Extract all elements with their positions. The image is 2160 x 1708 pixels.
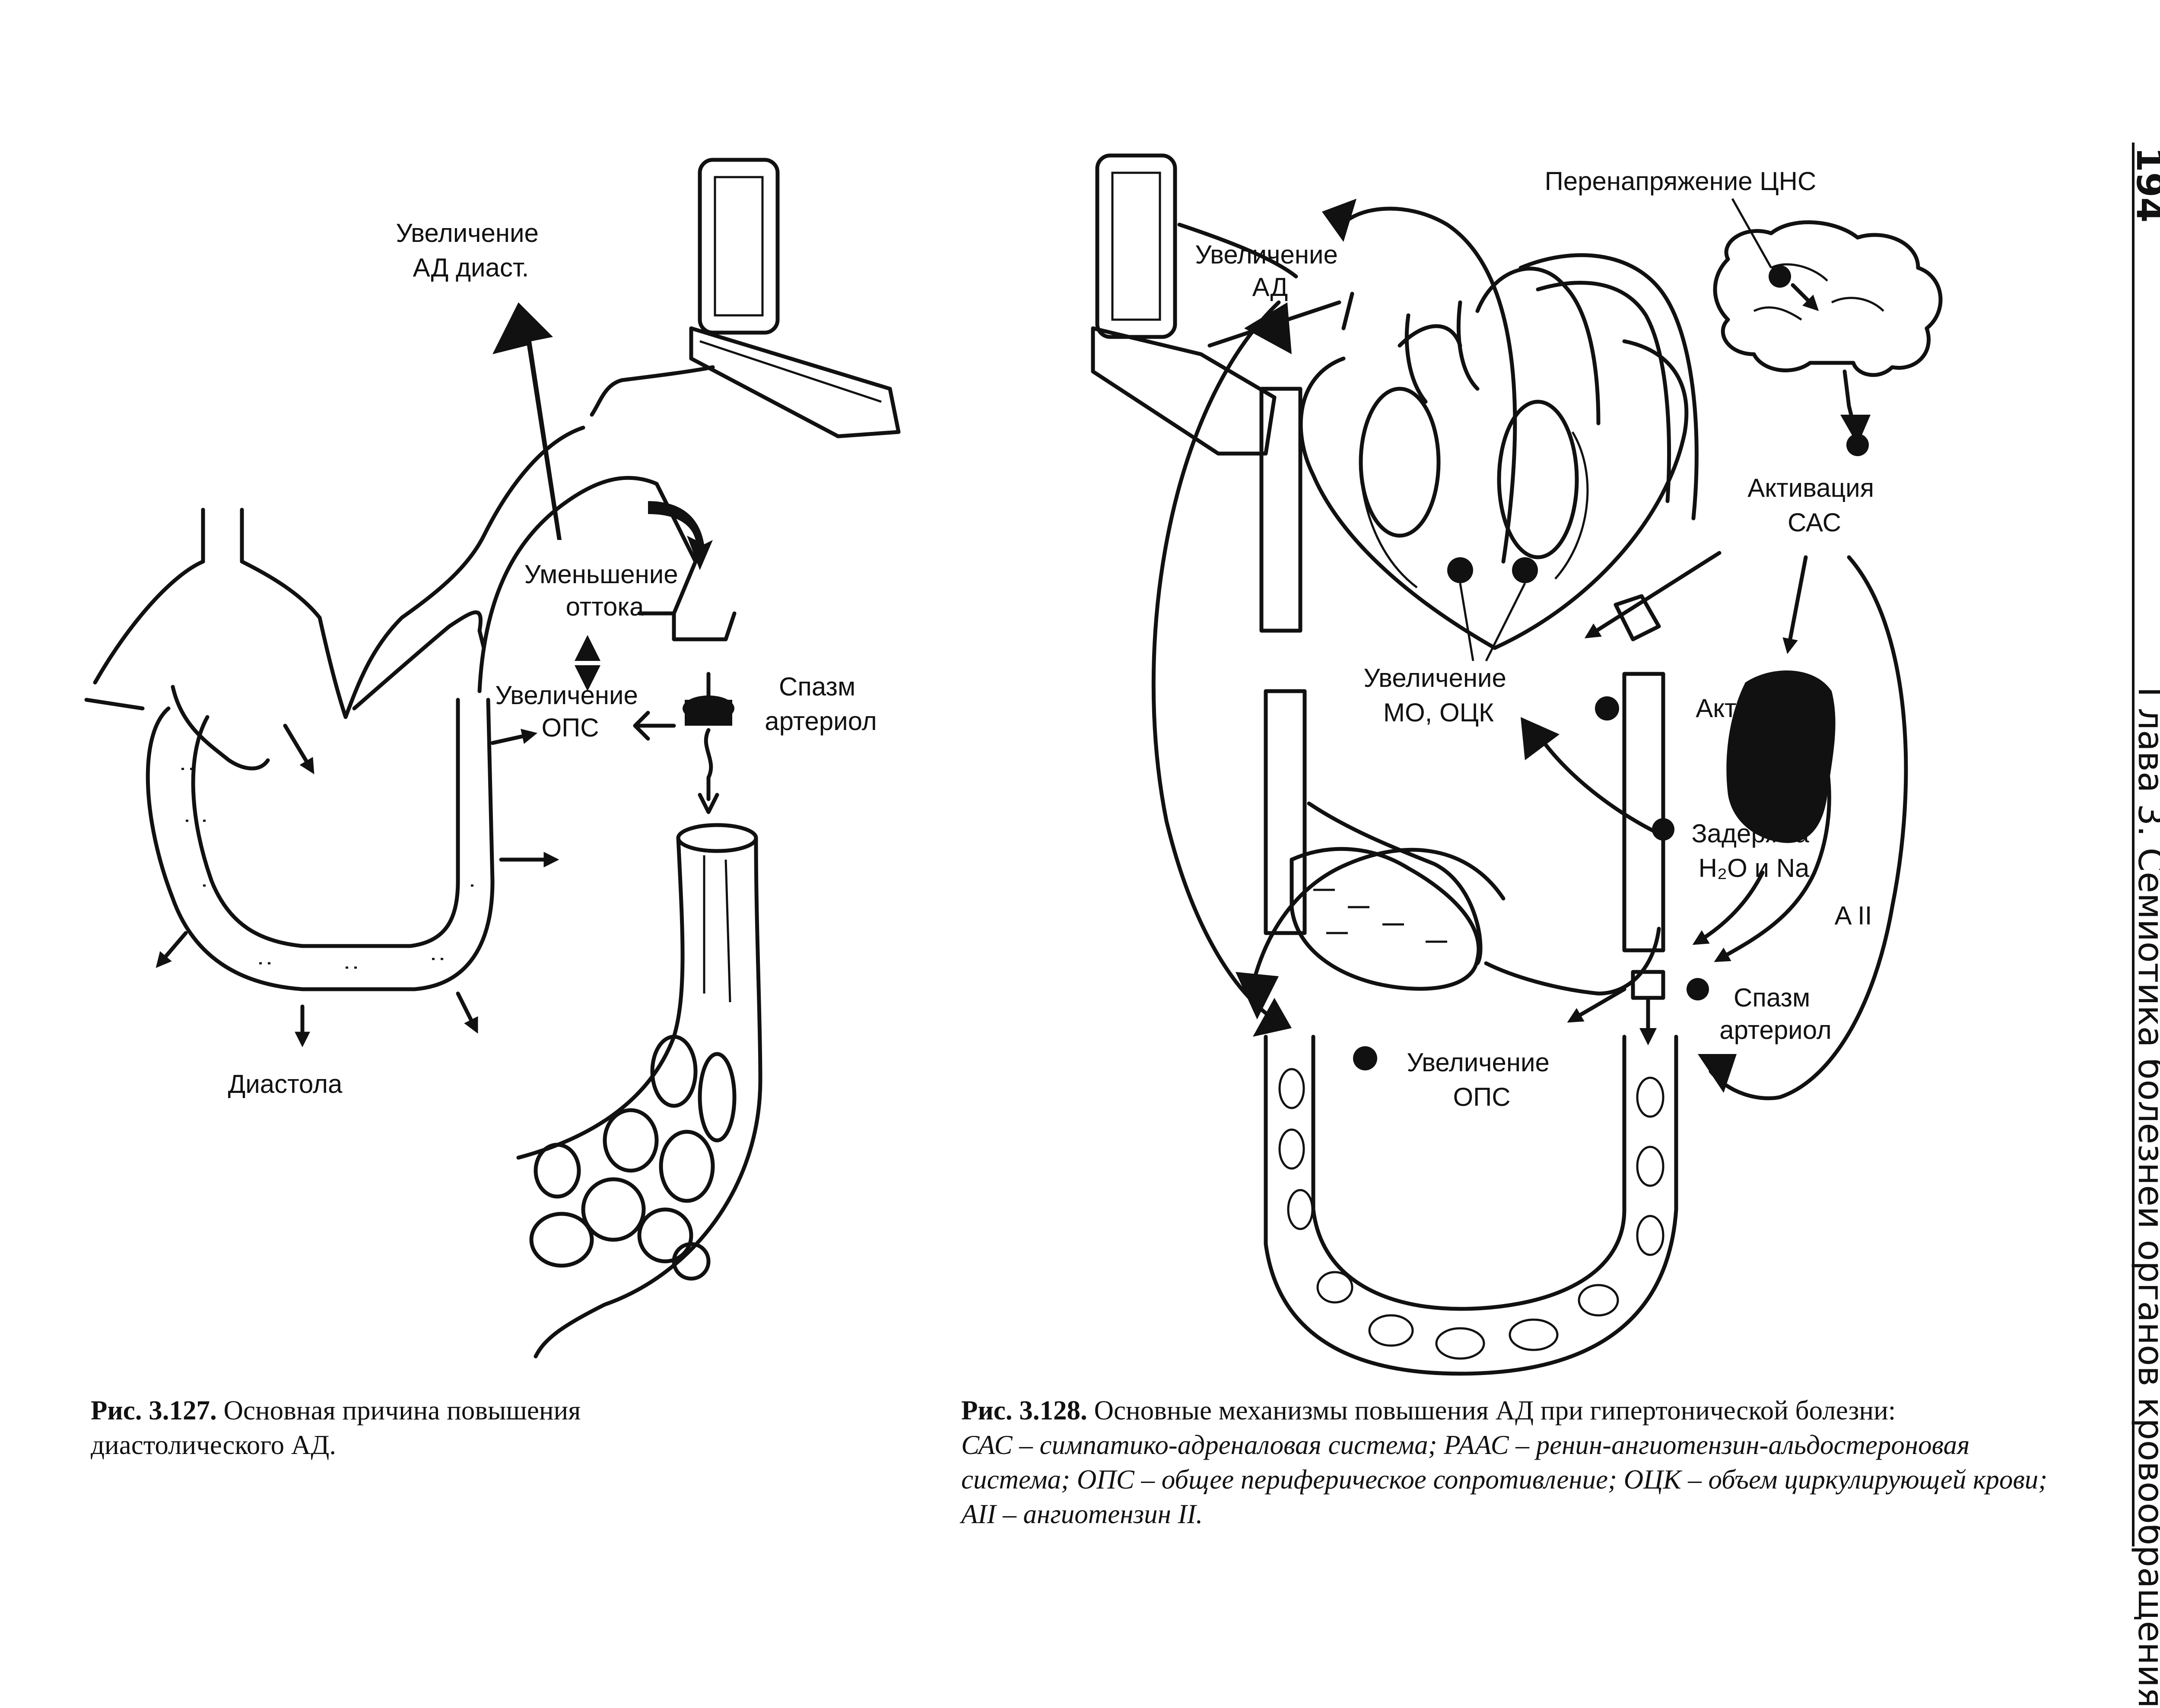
marker-dot bbox=[1353, 1046, 1377, 1070]
arteriole-capillary-net bbox=[516, 823, 762, 1359]
lung-arrow bbox=[1251, 848, 1506, 987]
sas-to-mo-arrow bbox=[1584, 551, 1722, 638]
vessel-tree-127 bbox=[84, 425, 737, 991]
fig128-label-retention: Задержка H₂O и Na bbox=[1691, 819, 1816, 883]
outward-arrow bbox=[490, 729, 538, 745]
fig127-label-spasm: Спазм артериол bbox=[765, 672, 877, 736]
header-rule bbox=[2132, 143, 2135, 1546]
caption-number: Рис. 3.128. bbox=[961, 1395, 1087, 1425]
arrow-head bbox=[1521, 717, 1560, 760]
arrow-head bbox=[1253, 998, 1292, 1037]
heart-icon bbox=[1259, 253, 1699, 650]
outflow-curved-arrow bbox=[648, 501, 713, 570]
fig127-label-decrease-outflow: Уменьшение оттока bbox=[524, 560, 686, 621]
loop-arrow-left bbox=[1151, 300, 1281, 1022]
left-arrow-ops bbox=[633, 711, 676, 741]
arteriole-spasm-clamp-icon bbox=[683, 672, 734, 814]
outward-arrow bbox=[156, 931, 188, 968]
marker-dot bbox=[1687, 978, 1709, 1000]
up-down-arrow bbox=[575, 635, 600, 691]
fig127-label-increase-dbp: Увеличение АД диаст. bbox=[396, 219, 546, 282]
spasm-to-ops-arrow bbox=[1567, 987, 1626, 1023]
marker-dot bbox=[1595, 696, 1619, 721]
fig128-label-a2: A II bbox=[1835, 901, 1872, 930]
loop-arrow-top bbox=[1337, 206, 1517, 564]
bp-monitor-icon bbox=[590, 158, 901, 438]
fig128-label-spasm: Спазм артериол bbox=[1719, 983, 1832, 1044]
arrow-head bbox=[1322, 199, 1356, 242]
retention-arrow bbox=[1692, 870, 1765, 945]
fig127-label-increase-ops: Увеличение ОПС bbox=[495, 681, 645, 742]
arteriole-spasm-clamp-icon bbox=[1631, 970, 1665, 1045]
fig128-label-sas-activation: Активация САС bbox=[1747, 473, 1881, 537]
marker-dot bbox=[1652, 818, 1674, 841]
figure-caption-3-128: Рис. 3.128. Основные механизмы повышения… bbox=[961, 1393, 2067, 1531]
arrow-head bbox=[1236, 972, 1279, 1019]
brain-icon bbox=[1713, 220, 1943, 456]
arrow-head bbox=[1698, 1054, 1737, 1093]
sas-right-arrow bbox=[1709, 555, 1908, 1100]
fig128-label-raas-activation: Активация РААС bbox=[1696, 694, 1830, 755]
fig128-label-mo-ock: Увеличение МО, ОЦК bbox=[1363, 664, 1513, 727]
caption-title: Основные механизмы повышения АД при гипе… bbox=[1087, 1395, 1896, 1425]
outward-arrow bbox=[456, 991, 478, 1034]
figure-3-128: Перенапряжение ЦНС Увеличение АД Активац… bbox=[1091, 153, 1943, 1376]
fig128-label-cns: Перенапряжение ЦНС bbox=[1545, 167, 1817, 196]
fig127-label-diastole: Диастола bbox=[228, 1070, 343, 1098]
figures-canvas: Увеличение АД диаст. Уменьшение оттока У… bbox=[84, 153, 1943, 1376]
raas-loop-arrow bbox=[1714, 680, 1831, 962]
sas-down-arrow bbox=[1782, 555, 1808, 654]
vessel-tree-128 bbox=[1264, 672, 1678, 1376]
kidney-adrenal-icon bbox=[1726, 670, 1836, 843]
fig128-label-increase-bp: Увеличение АД bbox=[1195, 240, 1345, 302]
figure-3-127: Увеличение АД диаст. Уменьшение оттока У… bbox=[84, 158, 901, 1359]
arrow-head bbox=[1244, 302, 1292, 354]
caption-number: Рис. 3.127. bbox=[91, 1395, 217, 1425]
fig128-label-increase-ops: Увеличение ОПС bbox=[1407, 1048, 1556, 1111]
caption-abbreviations: САС – симпатико-адреналовая система; РАА… bbox=[961, 1430, 2048, 1529]
increase-dbp-arrow bbox=[492, 302, 562, 540]
kidney-to-mo-arrow bbox=[1536, 732, 1661, 836]
caption-text: Основная причина повышения диастолическо… bbox=[91, 1395, 581, 1460]
figure-caption-3-127: Рис. 3.127. Основная причина повышения д… bbox=[91, 1393, 739, 1462]
inward-arrow bbox=[283, 724, 314, 775]
